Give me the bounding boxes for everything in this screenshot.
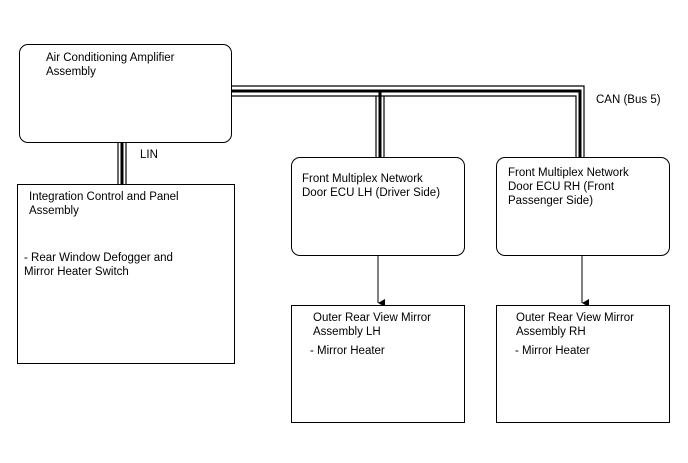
lin-bus-line xyxy=(117,142,127,185)
door-ecu-rh-box xyxy=(496,157,670,256)
ac-amplifier-title: Air Conditioning Amplifier Assembly xyxy=(46,52,175,78)
door-ecu-lh-title: Front Multiplex Network Door ECU LH (Dri… xyxy=(302,173,441,199)
mirror-lh-detail: - Mirror Heater xyxy=(310,345,385,357)
ac-amplifier-box xyxy=(19,44,232,143)
lin-label: LIN xyxy=(140,149,158,161)
door-ecu-lh-box xyxy=(291,157,465,256)
mirror-lh-box xyxy=(291,305,465,423)
mirror-rh-detail: - Mirror Heater xyxy=(515,345,590,357)
mirror-rh-box xyxy=(496,305,670,423)
door-ecu-rh-title: Front Multiplex Network Door ECU RH (Fro… xyxy=(508,167,629,207)
integration-control-title: Integration Control and Panel Assembly xyxy=(29,191,179,217)
integration-control-box xyxy=(17,184,235,364)
can-bus-line xyxy=(232,85,585,158)
can-label: CAN (Bus 5) xyxy=(596,94,661,106)
integration-control-detail: - Rear Window Defogger and Mirror Heater… xyxy=(24,252,173,278)
mirror-rh-title: Outer Rear View Mirror Assembly RH xyxy=(516,312,635,338)
mirror-lh-title: Outer Rear View Mirror Assembly LH xyxy=(313,312,432,338)
